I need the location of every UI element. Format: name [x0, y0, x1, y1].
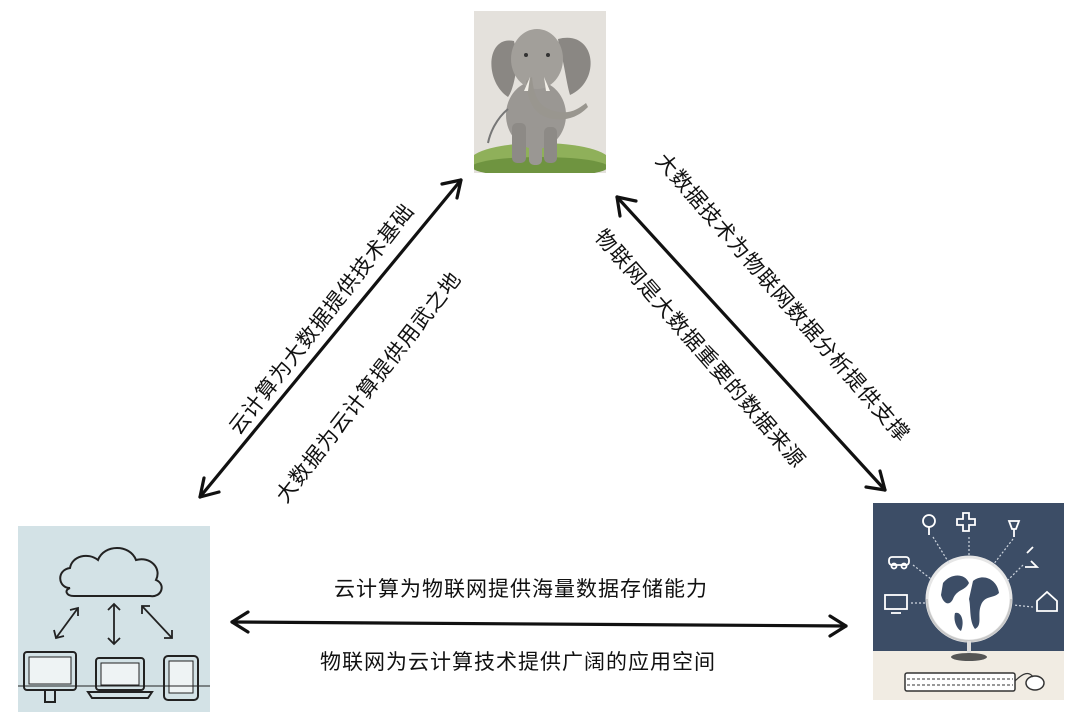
arrow-cloud-iot: [230, 610, 848, 638]
label-cloud-to-iot: 云计算为物联网提供海量数据存储能力: [334, 577, 708, 601]
label-iot-to-cloud: 物联网为云计算技术提供广阔的应用空间: [320, 650, 716, 674]
iot-globe-image: [873, 503, 1064, 700]
cloud-computing-image: [18, 526, 210, 712]
elephant-image: [474, 11, 606, 173]
label-bigdata-to-iot: 大数据技术为物联网数据分析提供支撑: [650, 148, 915, 447]
label-cloud-to-bigdata: 云计算为大数据提供技术基础: [224, 199, 420, 440]
label-iot-to-bigdata: 物联网是大数据重要的数据来源: [589, 224, 811, 473]
label-bigdata-to-cloud: 大数据为云计算提供用武之地: [271, 267, 467, 508]
